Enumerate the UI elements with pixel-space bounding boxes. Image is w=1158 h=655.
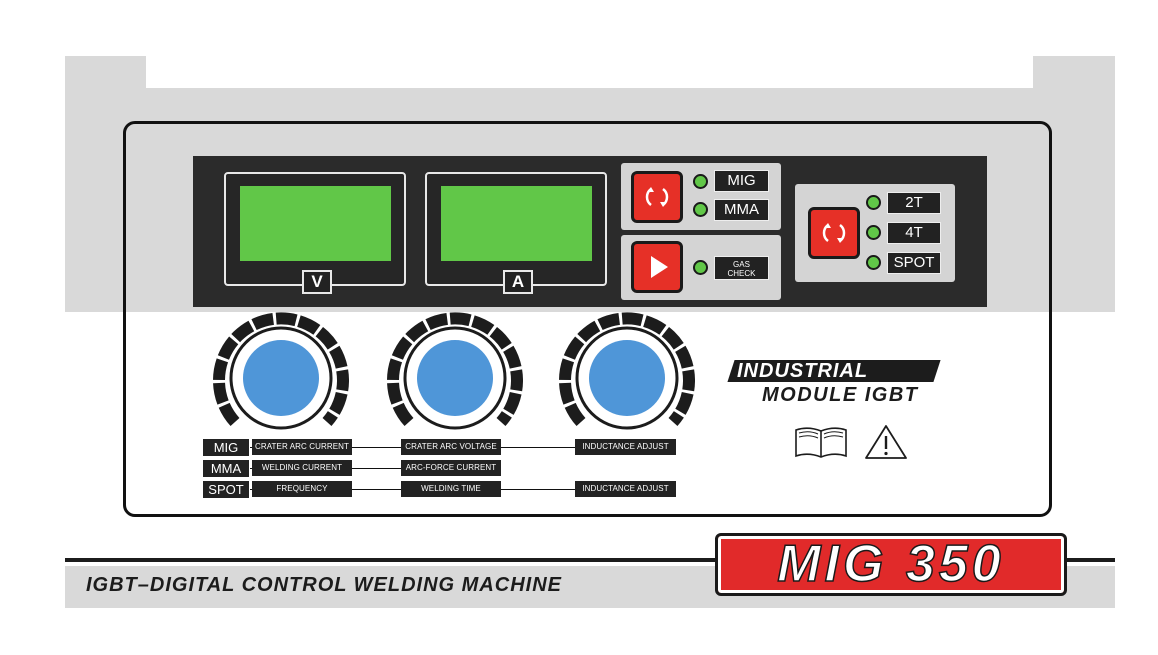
mode-option-mig: MIG [714,170,769,192]
func-label: WELDING CURRENT [252,460,352,476]
voltage-display [240,186,391,261]
cycle-arrows-icon [822,223,846,243]
knob-center[interactable] [387,310,523,446]
model-name: MIG 350 [777,535,1005,594]
play-icon [651,256,668,278]
led-4t [866,225,881,240]
mode-label-mma: MMA [203,460,249,477]
module-igbt-text: MODULE IGBT [762,384,919,406]
func-label: WELDING TIME [401,481,501,497]
func-label: INDUCTANCE ADJUST [575,439,676,455]
manual-book-icon [795,427,847,458]
led-2t [866,195,881,210]
current-meter: A [425,172,607,294]
frame-notch [146,56,1033,88]
led-gas-check [693,260,708,275]
gas-check-label-line1: GAS [733,260,750,269]
gas-check-button[interactable] [631,241,683,293]
trigger-option-spot: SPOT [887,252,941,274]
func-label: FREQUENCY [252,481,352,497]
mode-label-mig: MIG [203,439,249,456]
knob-left[interactable] [213,310,349,446]
led-mma [693,202,708,217]
func-label: ARC-FORCE CURRENT [401,460,501,476]
model-badge: MIG 350 [715,533,1067,596]
func-label: CRATER ARC VOLTAGE [401,439,501,455]
machine-subtitle: IGBT–DIGITAL CONTROL WELDING MACHINE [86,574,562,596]
gas-check-panel: GAS CHECK [621,235,781,300]
mode-label-spot: SPOT [203,481,249,498]
control-panel [123,121,1052,517]
trigger-option-4t: 4T [887,222,941,244]
led-spot [866,255,881,270]
led-mig [693,174,708,189]
warning-icon [865,425,907,459]
trigger-select-button[interactable] [808,207,860,259]
knob-right[interactable] [559,310,695,446]
func-label: CRATER ARC CURRENT [252,439,352,455]
row-line-mma [250,468,500,469]
mode-select-button[interactable] [631,171,683,223]
trigger-option-2t: 2T [887,192,941,214]
gas-check-label-line2: CHECK [727,269,756,278]
current-display [441,186,592,261]
func-label: INDUCTANCE ADJUST [575,481,676,497]
current-label: A [503,270,533,294]
cycle-arrows-icon [645,187,669,207]
voltage-label: V [302,270,332,294]
gas-check-label: GAS CHECK [714,256,769,280]
voltage-meter: V [224,172,406,294]
bottom-divider [65,558,1115,562]
industrial-banner: INDUSTRIAL [727,360,941,382]
mode-option-mma: MMA [714,199,769,221]
trigger-selector: 2T 4T SPOT [795,184,955,282]
mode-selector: MIG MMA [621,163,781,230]
industrial-text: INDUSTRIAL [737,360,869,382]
